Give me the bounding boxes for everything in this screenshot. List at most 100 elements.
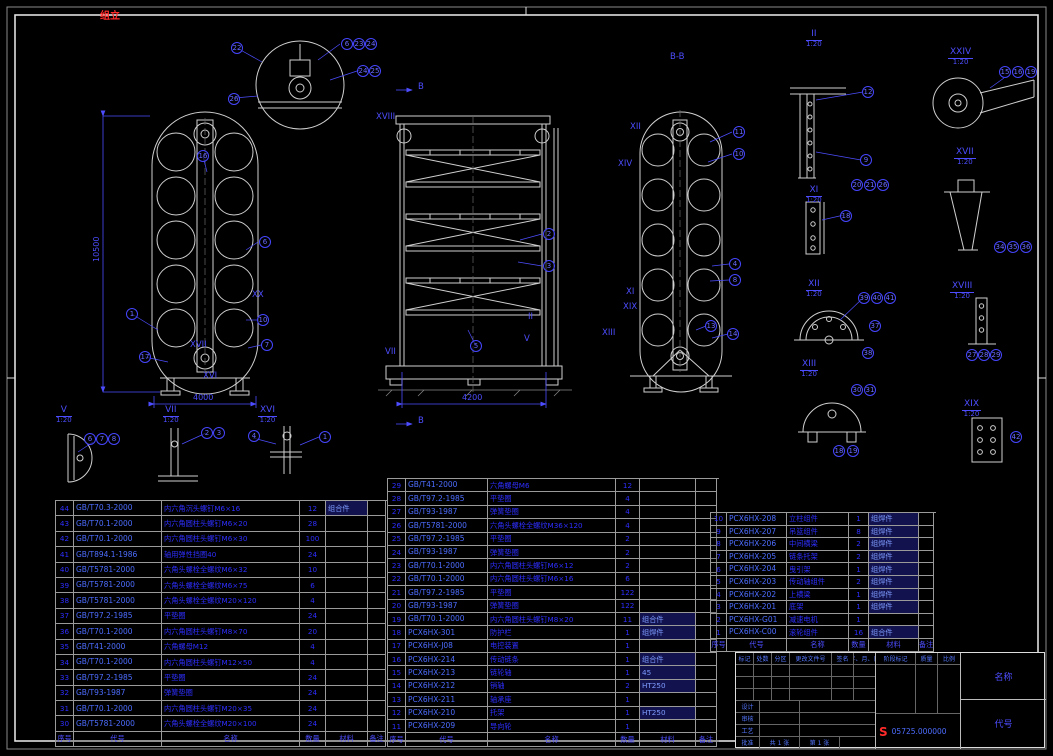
balloon-callout: 10 [257,314,269,326]
balloon-callout: 14 [727,328,739,340]
balloon-callout: 17 [139,351,151,363]
balloon-callout: 19 [1025,66,1037,78]
balloon-callout: 38 [862,347,874,359]
view-label: XIX [623,302,638,312]
title-block-name-area: 名称 代号 [961,653,1046,749]
balloon-callout: 24 [357,65,369,77]
sheet-page: 第 1 张 [800,737,840,748]
title-block-revision-area: 标记 处数 分区 更改文件号 签名 年、月、日 设计 审核 工艺 批准共 1 张… [736,653,876,749]
view-label: VII [385,347,396,357]
balloon-callout: 13 [705,320,717,332]
scale-header: 比例 [942,656,955,663]
view-label: XVIII [376,112,396,122]
drawing-code: 05725.000000 [891,727,947,736]
view-label: XI [626,287,635,297]
dimension-text: 4200 [462,393,483,402]
title-block: 标记 处数 分区 更改文件号 签名 年、月、日 设计 审核 工艺 批准共 1 张… [735,652,1046,749]
balloon-callout: 6 [84,433,96,445]
balloon-callout: 4 [729,258,741,270]
view-label: XII [630,122,641,132]
code-label: 代号 [994,720,1013,730]
balloon-callout: 8 [108,433,120,445]
balloon-callout: 16 [197,150,209,162]
view-label: XIII [602,328,616,338]
title-block-stage-area: 阶段标记 质量 比例 S 05725.000000 [876,653,961,749]
balloon-callout: 21 [864,179,876,191]
balloon-callout: 18 [840,210,852,222]
balloon-callout: 12 [862,86,874,98]
balloon-callout: 1 [126,308,138,320]
balloon-callout: 19 [847,445,859,457]
name-label: 名称 [961,653,1046,700]
view-label: B [418,82,424,92]
balloon-callout: 7 [261,339,273,351]
balloon-callout: 22 [231,42,243,54]
view-label: XVII [190,340,207,350]
balloon-callout: 5 [470,340,482,352]
balloon-callout: 2 [543,228,555,240]
balloon-callout: 25 [369,65,381,77]
balloon-callout: 40 [871,292,883,304]
balloon-callout: 2 [201,427,213,439]
dimension-text: 4000 [193,393,214,402]
view-label: V [524,334,530,344]
balloon-callout: 1 [319,431,331,443]
view-label: XIV [618,159,633,169]
assembly-note: 组立 [100,11,120,22]
table-header-row: 序号代号名称数量材料备注 [388,733,719,747]
balloon-callout: 26 [228,93,240,105]
balloon-callout: 8 [729,274,741,286]
balloon-callout: 28 [978,349,990,361]
balloon-callout: 6 [259,236,271,248]
balloon-callout: 23 [353,38,365,50]
rev-header-zone: 分区 [772,653,790,664]
rev-header-count: 处数 [754,653,772,664]
balloon-callout: 34 [994,241,1006,253]
view-label: XVI [203,371,218,381]
revision-mark: S [879,724,888,739]
balloon-callout: 27 [966,349,978,361]
view-label: XX [252,290,264,300]
balloon-callout: 9 [860,154,872,166]
balloon-callout: 3 [543,260,555,272]
balloon-callout: 30 [851,384,863,396]
rev-header-docno: 更改文件号 [790,653,832,664]
balloon-callout: 10 [733,148,745,160]
rev-header-sign: 签名 [832,653,854,664]
balloon-callout: 3 [213,427,225,439]
table-header-row: 序号代号名称数量材料备注 [56,731,388,748]
